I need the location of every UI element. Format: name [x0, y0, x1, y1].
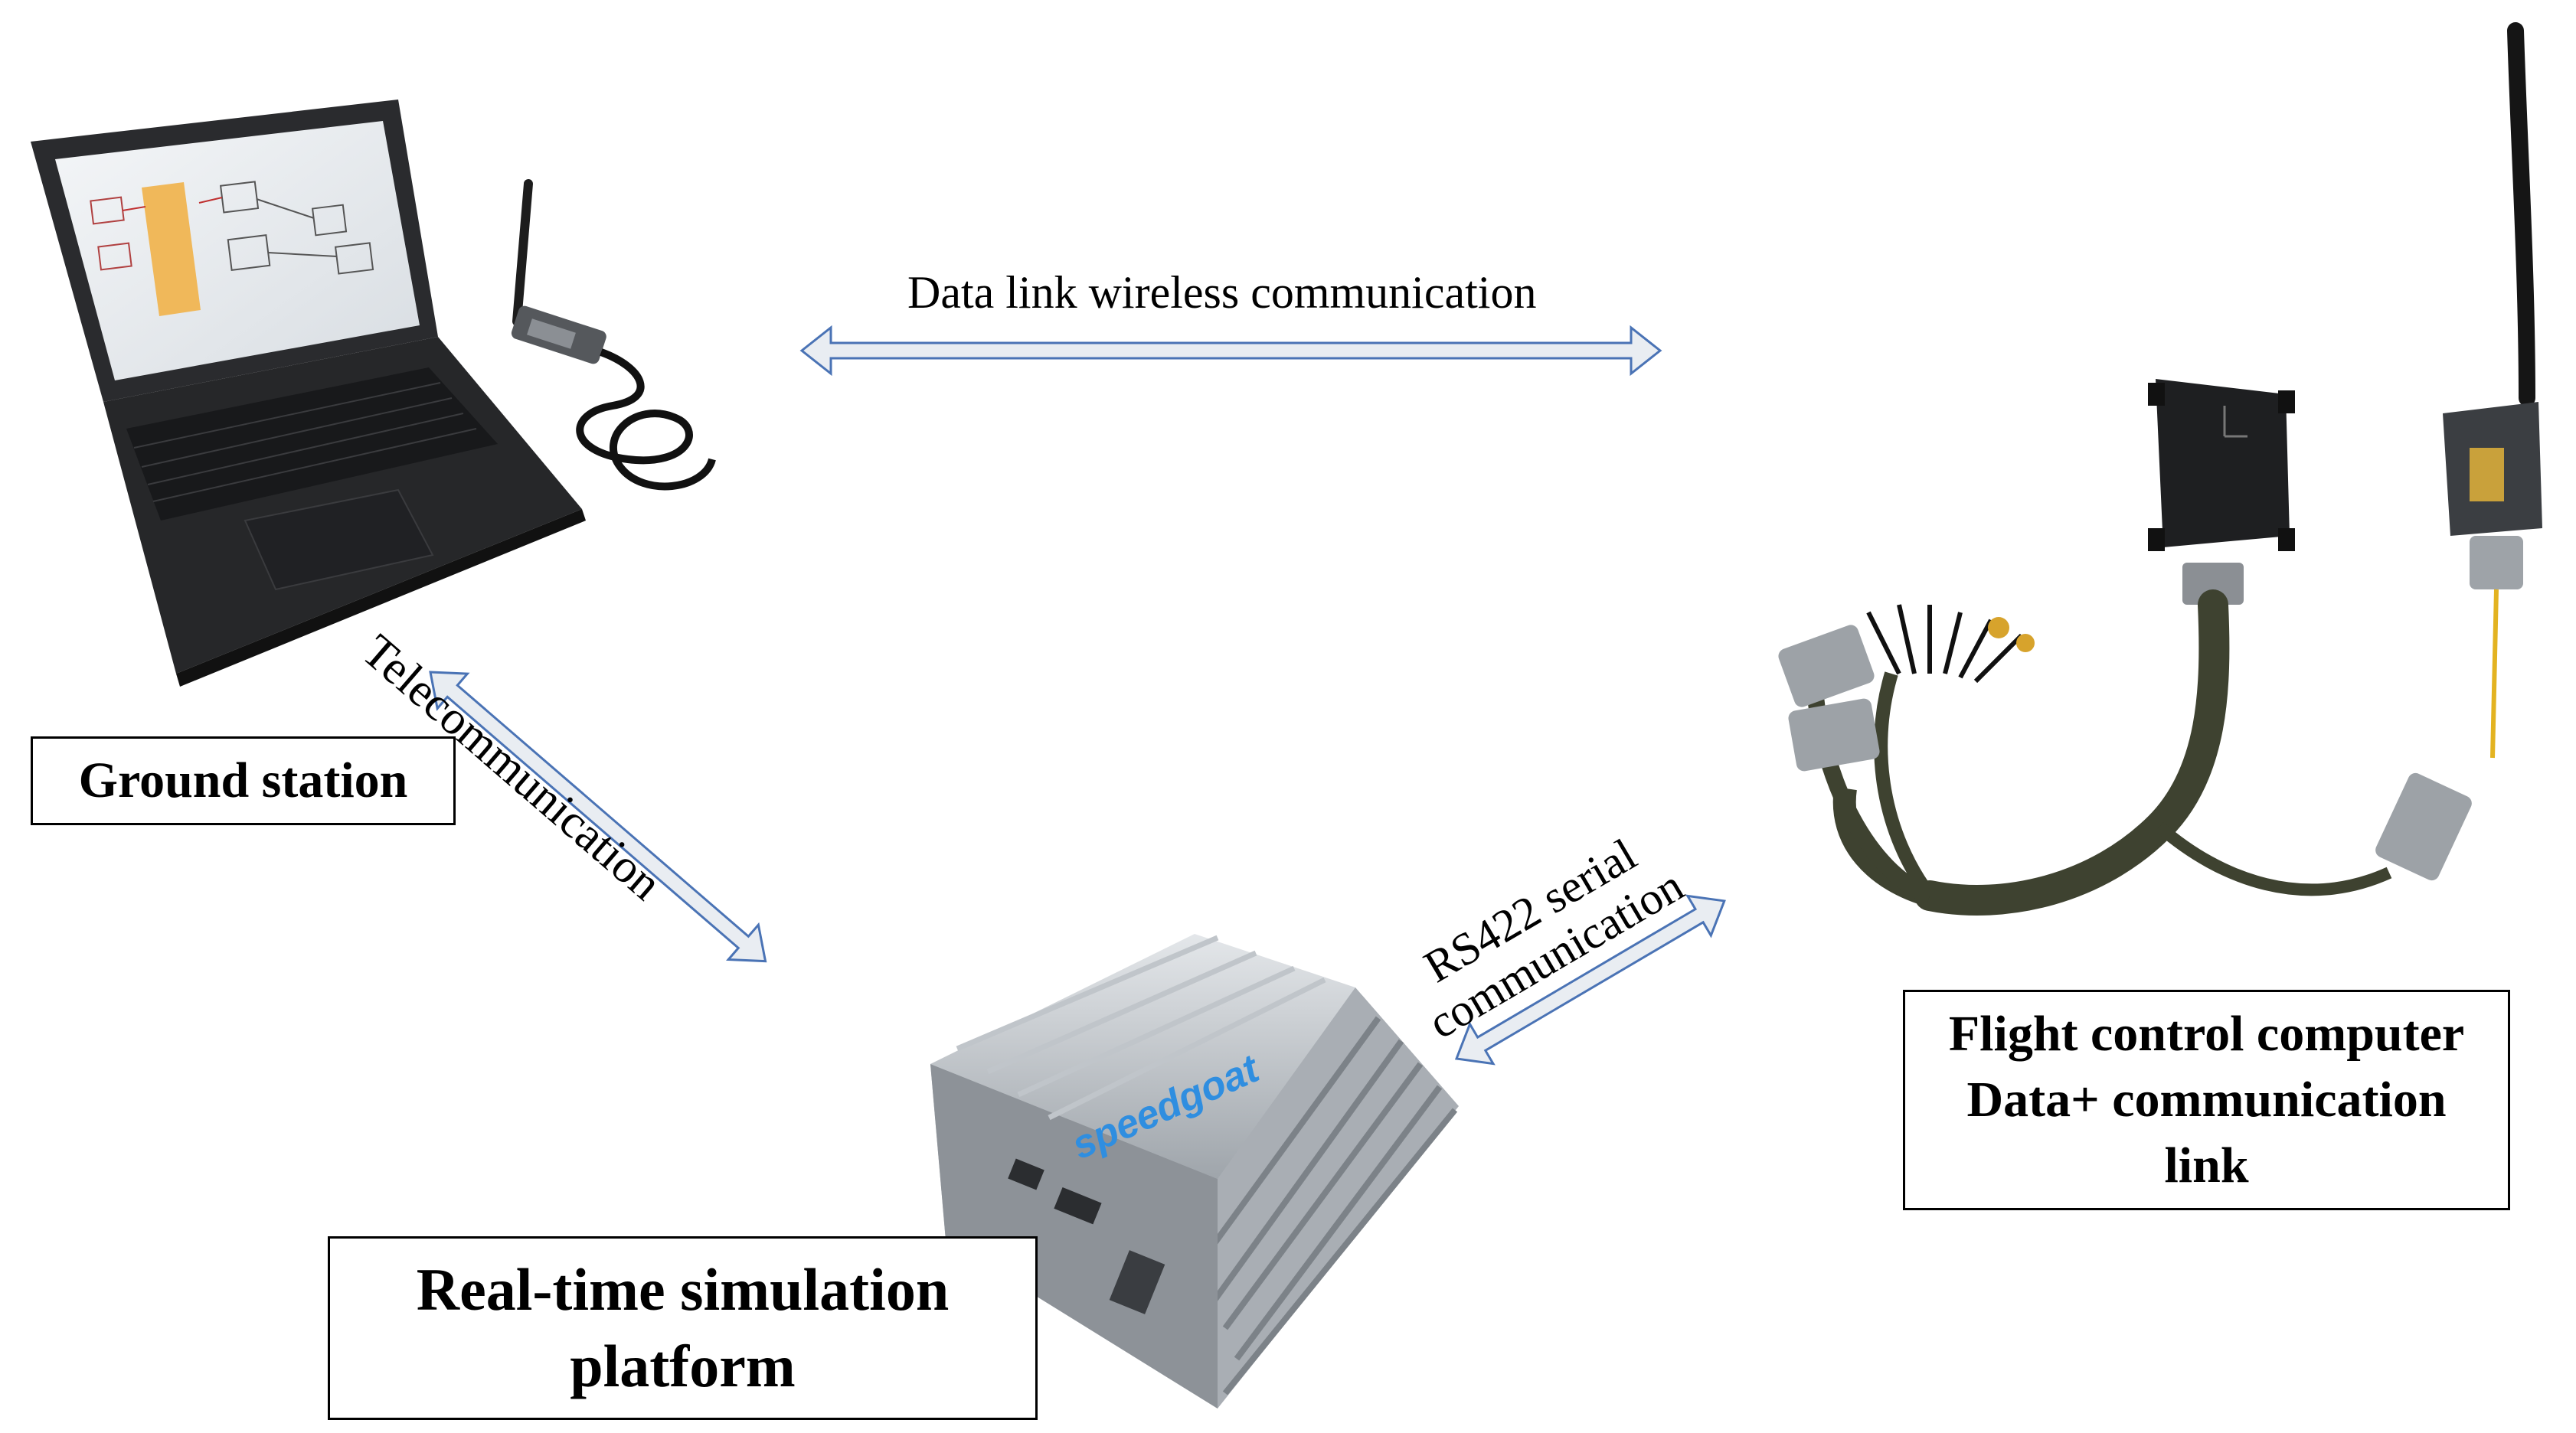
flight-computer-label-line1: Flight control computer [1948, 1006, 2465, 1062]
serial-link-arrow [1454, 894, 1726, 1066]
ground-station-box: Ground station [31, 736, 456, 825]
flight-computer-label-line3: link [2164, 1138, 2249, 1193]
wireless-antenna-dongle-icon [511, 179, 716, 491]
flight-control-computer-icon [2148, 379, 2295, 605]
cable-harness-icon [1778, 589, 2472, 916]
simulation-platform-box: Real-time simulation platform [328, 1236, 1038, 1420]
wireless-link-arrow [799, 325, 1662, 377]
laptop-icon [31, 100, 586, 687]
simulation-platform-label-line2: platform [570, 1333, 796, 1399]
ground-station-label: Ground station [78, 752, 408, 808]
simulation-platform-label-line1: Real-time simulation [416, 1256, 950, 1323]
screen-content [90, 181, 374, 316]
wireless-link-label: Data link wireless communication [907, 266, 1536, 319]
speedgoat-target-machine-icon: speedgoat [930, 934, 1459, 1409]
flight-computer-label-line2: Data+ communication [1966, 1072, 2447, 1128]
radio-transceiver-icon [2443, 22, 2542, 759]
wireless-link-label-text: Data link wireless communication [907, 267, 1537, 318]
flight-computer-box: Flight control computer Data+ communicat… [1903, 990, 2510, 1210]
telecom-link-arrow [429, 671, 767, 963]
